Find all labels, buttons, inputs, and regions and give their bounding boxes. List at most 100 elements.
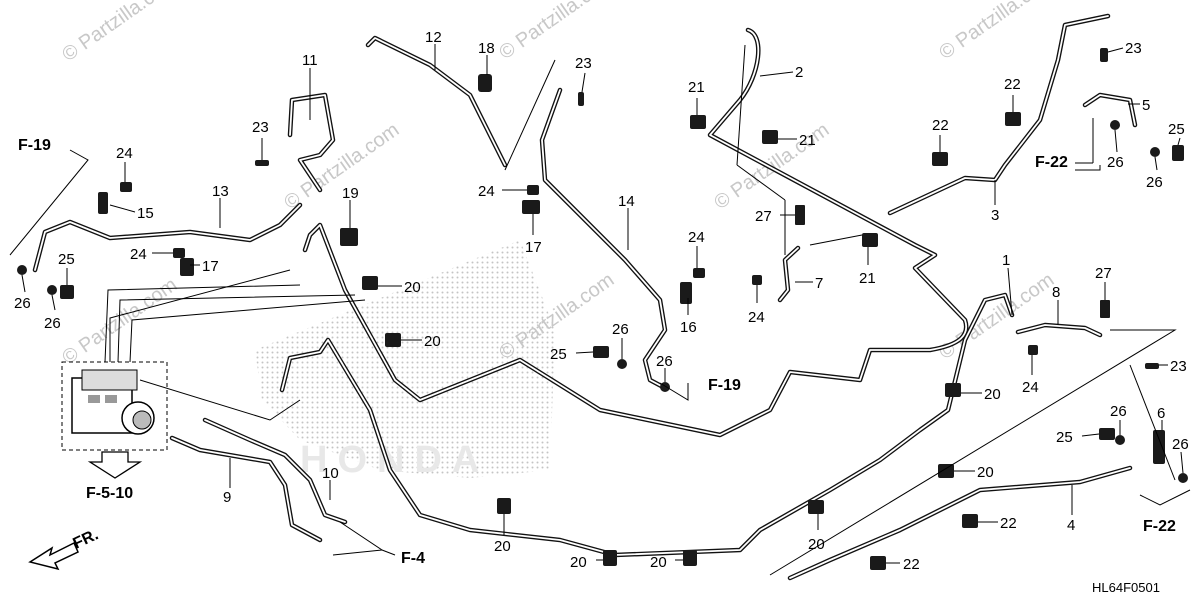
brake-pipe-13[interactable] [32,202,303,273]
callout-26[interactable]: 26 [1110,403,1127,420]
callout-4[interactable]: 4 [1067,517,1075,534]
clip-24-part [693,268,705,278]
callout-22[interactable]: 22 [1000,515,1017,532]
callout-24[interactable]: 24 [748,309,765,326]
callout-20[interactable]: 20 [984,386,1001,403]
callout-11[interactable]: 11 [302,52,318,69]
callout-5[interactable]: 5 [1142,97,1150,114]
callout-23[interactable]: 23 [1125,40,1142,57]
callout-26[interactable]: 26 [1107,154,1124,171]
callout-25[interactable]: 25 [58,251,75,268]
callout-19[interactable]: 19 [342,185,359,202]
washer-26-part [1178,473,1188,483]
watermark: © Partzilla.com [935,0,1058,64]
clip-20-part [808,500,824,514]
front-direction-indicator: FR. [28,526,101,571]
callout-20[interactable]: 20 [977,464,994,481]
reference-f19[interactable]: F-19 [708,377,741,394]
reference-f-5-10[interactable]: F-5-10 [86,485,133,502]
clip-22-part [1005,112,1021,126]
callout-27[interactable]: 27 [755,208,772,225]
brake-pipe-9[interactable] [169,435,323,543]
reference-f19[interactable]: F-19 [18,137,51,154]
callout-26[interactable]: 26 [1146,174,1163,191]
callout-13[interactable]: 13 [212,183,229,200]
callout-18[interactable]: 18 [478,40,495,57]
clip-20-part [385,333,401,347]
reference-f22[interactable]: F-22 [1035,154,1068,171]
callout-26[interactable]: 26 [656,353,673,370]
reference-f22[interactable]: F-22 [1143,518,1176,535]
brake-pipe-3[interactable] [887,13,1111,216]
clip-24-part [752,275,762,285]
callout-20[interactable]: 20 [808,536,825,553]
clips-and-fasteners [17,48,1188,570]
clip-17-part [522,200,540,214]
callout-21[interactable]: 21 [688,79,705,96]
callout-24[interactable]: 24 [478,183,495,200]
abs-modulator-unit[interactable] [61,361,168,451]
callout-22[interactable]: 22 [1004,76,1021,93]
front-arrow-icon [28,541,79,571]
callout-22[interactable]: 22 [903,556,920,573]
callout-26[interactable]: 26 [44,315,61,332]
callout-25[interactable]: 25 [550,346,567,363]
watermark: © Partzilla.com [935,269,1058,364]
callout-27[interactable]: 27 [1095,265,1112,282]
callout-20[interactable]: 20 [404,279,421,296]
callout-9[interactable]: 9 [223,489,231,506]
background-wing-logo [255,240,555,478]
callout-2[interactable]: 2 [795,64,803,81]
callout-20[interactable]: 20 [650,554,667,571]
callout-26[interactable]: 26 [1172,436,1189,453]
bolt-25-part [593,346,609,358]
callout-22[interactable]: 22 [932,117,949,134]
clip-22-part [932,152,948,166]
callout-15[interactable]: 15 [137,205,154,222]
callout-24[interactable]: 24 [116,145,133,162]
callout-24[interactable]: 24 [130,246,147,263]
callout-26[interactable]: 26 [612,321,629,338]
callout-23[interactable]: 23 [252,119,269,136]
clip-24-part [527,185,539,195]
callout-10[interactable]: 10 [322,465,339,482]
callout-1[interactable]: 1 [1002,252,1010,269]
callout-20[interactable]: 20 [570,554,587,571]
callout-17[interactable]: 17 [202,258,219,275]
callout-24[interactable]: 24 [688,229,705,246]
clip-20-part [497,498,511,514]
clip-18-part [478,74,492,92]
callout-25[interactable]: 25 [1168,121,1185,138]
callout-26[interactable]: 26 [14,295,31,312]
watermark: © Partzilla.com [58,0,181,66]
clip-22-part [962,514,978,528]
callout-23[interactable]: 23 [1170,358,1187,375]
callout-16[interactable]: 16 [680,319,697,336]
callout-23[interactable]: 23 [575,55,592,72]
callout-6[interactable]: 6 [1157,405,1165,422]
clip-20-part [362,276,378,290]
reference-labels: F-19 F-19 F-22 F-22 F-5-10 F-4 [18,137,1176,567]
bracket-27-part [795,205,805,225]
callout-20[interactable]: 20 [494,538,511,555]
washer-26-part [1110,120,1120,130]
washer-26-part [47,285,57,295]
callout-14[interactable]: 14 [618,193,635,210]
washer-26-part [617,359,627,369]
callout-24[interactable]: 24 [1022,379,1039,396]
callout-12[interactable]: 12 [425,29,442,46]
callout-20[interactable]: 20 [424,333,441,350]
callout-8[interactable]: 8 [1052,284,1060,301]
clip-21-part [862,233,878,247]
reference-f4[interactable]: F-4 [401,550,425,567]
washer-26-part [1115,435,1125,445]
callout-3[interactable]: 3 [991,207,999,224]
callout-21[interactable]: 21 [859,270,876,287]
callout-21[interactable]: 21 [799,132,816,149]
callout-17[interactable]: 17 [525,239,542,256]
callout-25[interactable]: 25 [1056,429,1073,446]
clip-24-part [173,248,185,258]
callout-7[interactable]: 7 [815,275,823,292]
